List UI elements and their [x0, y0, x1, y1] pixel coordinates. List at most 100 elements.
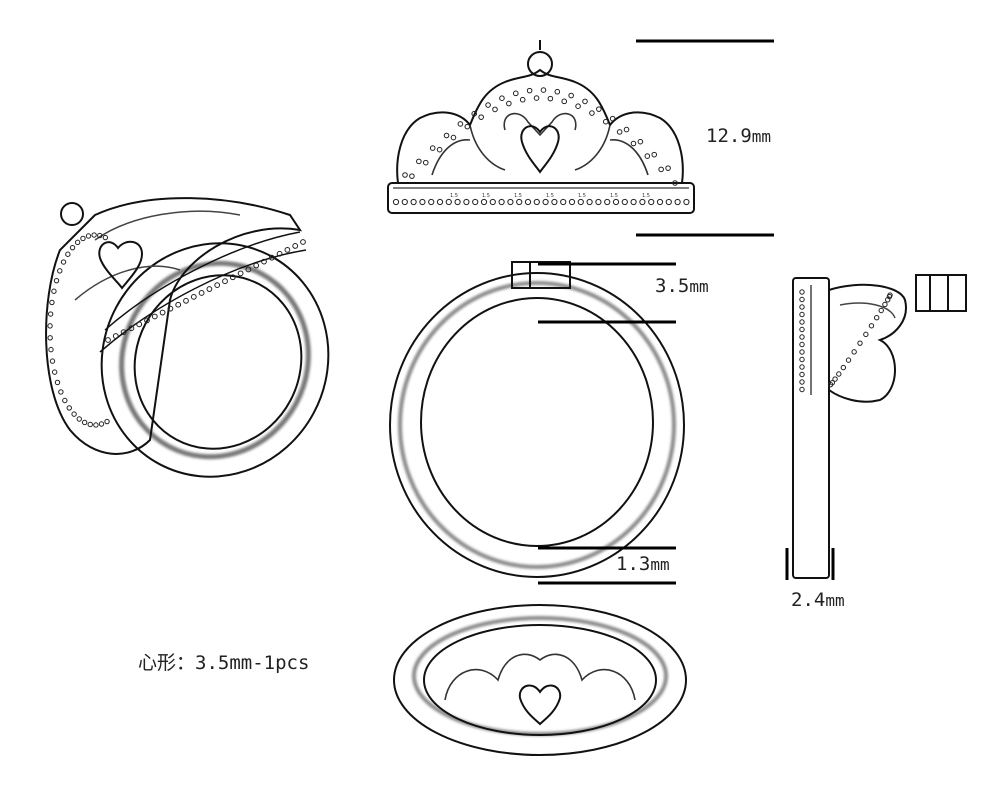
pave-stone	[554, 88, 561, 95]
side-ring-shade	[398, 281, 676, 569]
pave-stone	[489, 198, 496, 206]
pave-stone	[429, 145, 436, 151]
side-ring-outer	[389, 272, 685, 578]
pave-stone	[69, 244, 76, 251]
pave-stone	[621, 198, 628, 206]
pave-stone	[409, 173, 415, 179]
pave-stone	[268, 254, 275, 261]
pave-stone	[568, 92, 574, 99]
dim-value: 1.3	[616, 553, 651, 575]
pave-stone	[237, 270, 244, 277]
perspective-top-stone	[60, 202, 84, 226]
profile-pave-stones	[799, 289, 893, 393]
bottom-crown-scrolls	[444, 653, 636, 701]
side-view	[389, 261, 685, 578]
pave-stone	[512, 90, 519, 97]
pave-stone	[799, 341, 805, 348]
pave-stone	[480, 198, 488, 206]
pave-stone	[630, 198, 637, 206]
pave-stone	[596, 106, 602, 112]
pave-stone	[136, 321, 143, 328]
pave-stone	[454, 198, 461, 206]
pave-stone	[428, 198, 435, 206]
pave-stone	[471, 110, 478, 117]
profile-crown-arc	[839, 302, 896, 319]
pave-stone	[799, 334, 805, 340]
pave-stone	[58, 389, 64, 395]
pave-stone	[863, 331, 869, 338]
perspective-crown-arc	[94, 210, 241, 241]
pave-stone	[604, 198, 611, 206]
pave-stone	[436, 198, 444, 206]
perspective-band-inner	[133, 274, 303, 450]
pave-stone	[175, 301, 182, 308]
pave-stone	[47, 311, 54, 317]
front-pave-stones	[392, 87, 690, 206]
perspective-pave-stones	[47, 232, 306, 428]
pave-stone	[190, 293, 197, 300]
pave-stone	[658, 166, 664, 173]
pave-stone	[120, 329, 127, 336]
pave-stone	[54, 379, 61, 386]
dim-value: 3.5	[655, 275, 690, 297]
pave-stone	[492, 106, 498, 113]
pave-stone	[65, 251, 71, 257]
pave-stone	[799, 356, 805, 363]
pave-stone	[885, 297, 891, 303]
profile-band	[792, 277, 830, 579]
profile-top-stone	[915, 274, 967, 312]
pave-stone	[595, 198, 602, 206]
dim-label-band-top: 3.5mm	[655, 275, 709, 297]
pave-stone	[300, 239, 306, 245]
front-crown-heart-frame	[503, 112, 577, 137]
pave-stone	[799, 311, 805, 318]
pave-stone	[665, 198, 672, 206]
front-top-stone	[527, 51, 553, 77]
pave-stone	[93, 422, 99, 428]
pave-stone	[630, 140, 637, 147]
pave-stone	[144, 317, 150, 324]
pave-stone	[292, 243, 299, 249]
pave-stone	[827, 381, 834, 388]
pave-stone	[799, 386, 805, 393]
pave-stone	[57, 268, 63, 274]
pave-stone	[450, 134, 457, 141]
band-stone-label: 1.5	[578, 193, 586, 199]
pave-stone	[53, 277, 60, 284]
pave-stone	[651, 151, 658, 158]
band-stone-label: 1.5	[610, 193, 618, 199]
pave-stone	[485, 102, 491, 108]
pave-stone	[551, 198, 558, 206]
pave-stone	[533, 198, 540, 206]
pave-stone	[637, 138, 644, 145]
pave-stone	[586, 198, 593, 206]
pave-stone	[436, 146, 443, 153]
pave-stone	[499, 95, 505, 102]
pave-stone	[498, 198, 505, 206]
dim-value: 2.4	[791, 589, 826, 611]
perspective-crown-outline	[45, 197, 303, 455]
side-crown-stub	[511, 261, 571, 289]
pave-stone	[229, 274, 236, 281]
pave-stone	[612, 198, 620, 206]
dim-value: 12.9	[706, 125, 752, 147]
dimension-lines	[538, 39, 835, 585]
dim-label-crown-height: 12.9mm	[706, 125, 771, 147]
pave-stone	[104, 418, 110, 425]
pave-stone	[540, 87, 547, 93]
pave-stone	[575, 103, 581, 110]
pave-stone	[560, 198, 567, 206]
pave-stone	[547, 95, 554, 102]
band-stone-label: 1.5	[450, 193, 458, 199]
pave-stone	[167, 305, 174, 312]
pave-stone	[49, 299, 55, 306]
pave-stone	[457, 121, 464, 127]
pave-stone	[799, 289, 805, 295]
pave-stone	[602, 118, 609, 125]
pave-stone	[568, 198, 576, 206]
pave-stone	[799, 304, 805, 310]
front-heart-gem	[520, 125, 560, 174]
front-view	[387, 40, 695, 214]
pave-stone	[656, 198, 664, 206]
pave-stone	[878, 307, 884, 314]
